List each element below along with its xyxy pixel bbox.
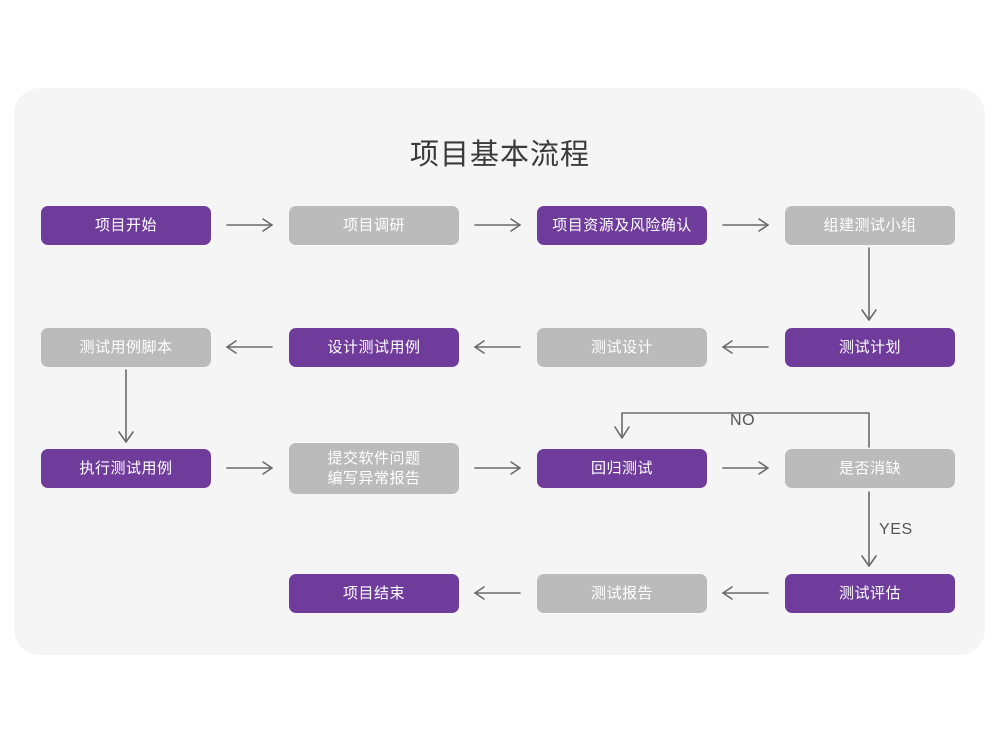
- node-test-plan[interactable]: 测试计划: [785, 328, 955, 367]
- edge-label-yes: YES: [879, 521, 913, 538]
- node-testcase-script[interactable]: 测试用例脚本: [41, 328, 211, 367]
- node-build-test-team[interactable]: 组建测试小组: [785, 206, 955, 245]
- node-test-evaluation[interactable]: 测试评估: [785, 574, 955, 613]
- node-label: 测试报告: [590, 584, 653, 602]
- node-label: 回归测试: [590, 459, 653, 477]
- node-submit-issue-report[interactable]: 提交软件问题 编写异常报告: [289, 443, 459, 494]
- node-regression-test[interactable]: 回归测试: [537, 449, 707, 488]
- page-title: 项目基本流程: [409, 139, 590, 171]
- node-label: 项目调研: [342, 216, 405, 234]
- node-test-design[interactable]: 测试设计: [537, 328, 707, 367]
- node-defect-cleared[interactable]: 是否消缺: [785, 449, 955, 488]
- node-label: 项目资源及风险确认: [552, 216, 692, 234]
- node-design-testcase[interactable]: 设计测试用例: [289, 328, 459, 367]
- node-label: 测试计划: [838, 338, 901, 356]
- node-label: 提交软件问题 编写异常报告: [327, 449, 421, 487]
- node-label: 测试评估: [838, 584, 901, 602]
- diagram-panel: [14, 88, 985, 655]
- node-label: 项目开始: [94, 216, 157, 234]
- edge-label-no: NO: [730, 412, 756, 429]
- node-label: 设计测试用例: [327, 338, 421, 356]
- node-project-start[interactable]: 项目开始: [41, 206, 211, 245]
- node-resource-risk-confirm[interactable]: 项目资源及风险确认: [537, 206, 707, 245]
- node-label: 是否消缺: [838, 459, 901, 477]
- node-label: 测试用例脚本: [79, 338, 173, 356]
- node-label: 组建测试小组: [823, 216, 917, 234]
- node-execute-testcase[interactable]: 执行测试用例: [41, 449, 211, 488]
- node-project-research[interactable]: 项目调研: [289, 206, 459, 245]
- node-label: 执行测试用例: [79, 459, 173, 477]
- node-label: 项目结束: [342, 584, 405, 602]
- node-project-end[interactable]: 项目结束: [289, 574, 459, 613]
- node-label: 测试设计: [590, 338, 653, 356]
- node-test-report[interactable]: 测试报告: [537, 574, 707, 613]
